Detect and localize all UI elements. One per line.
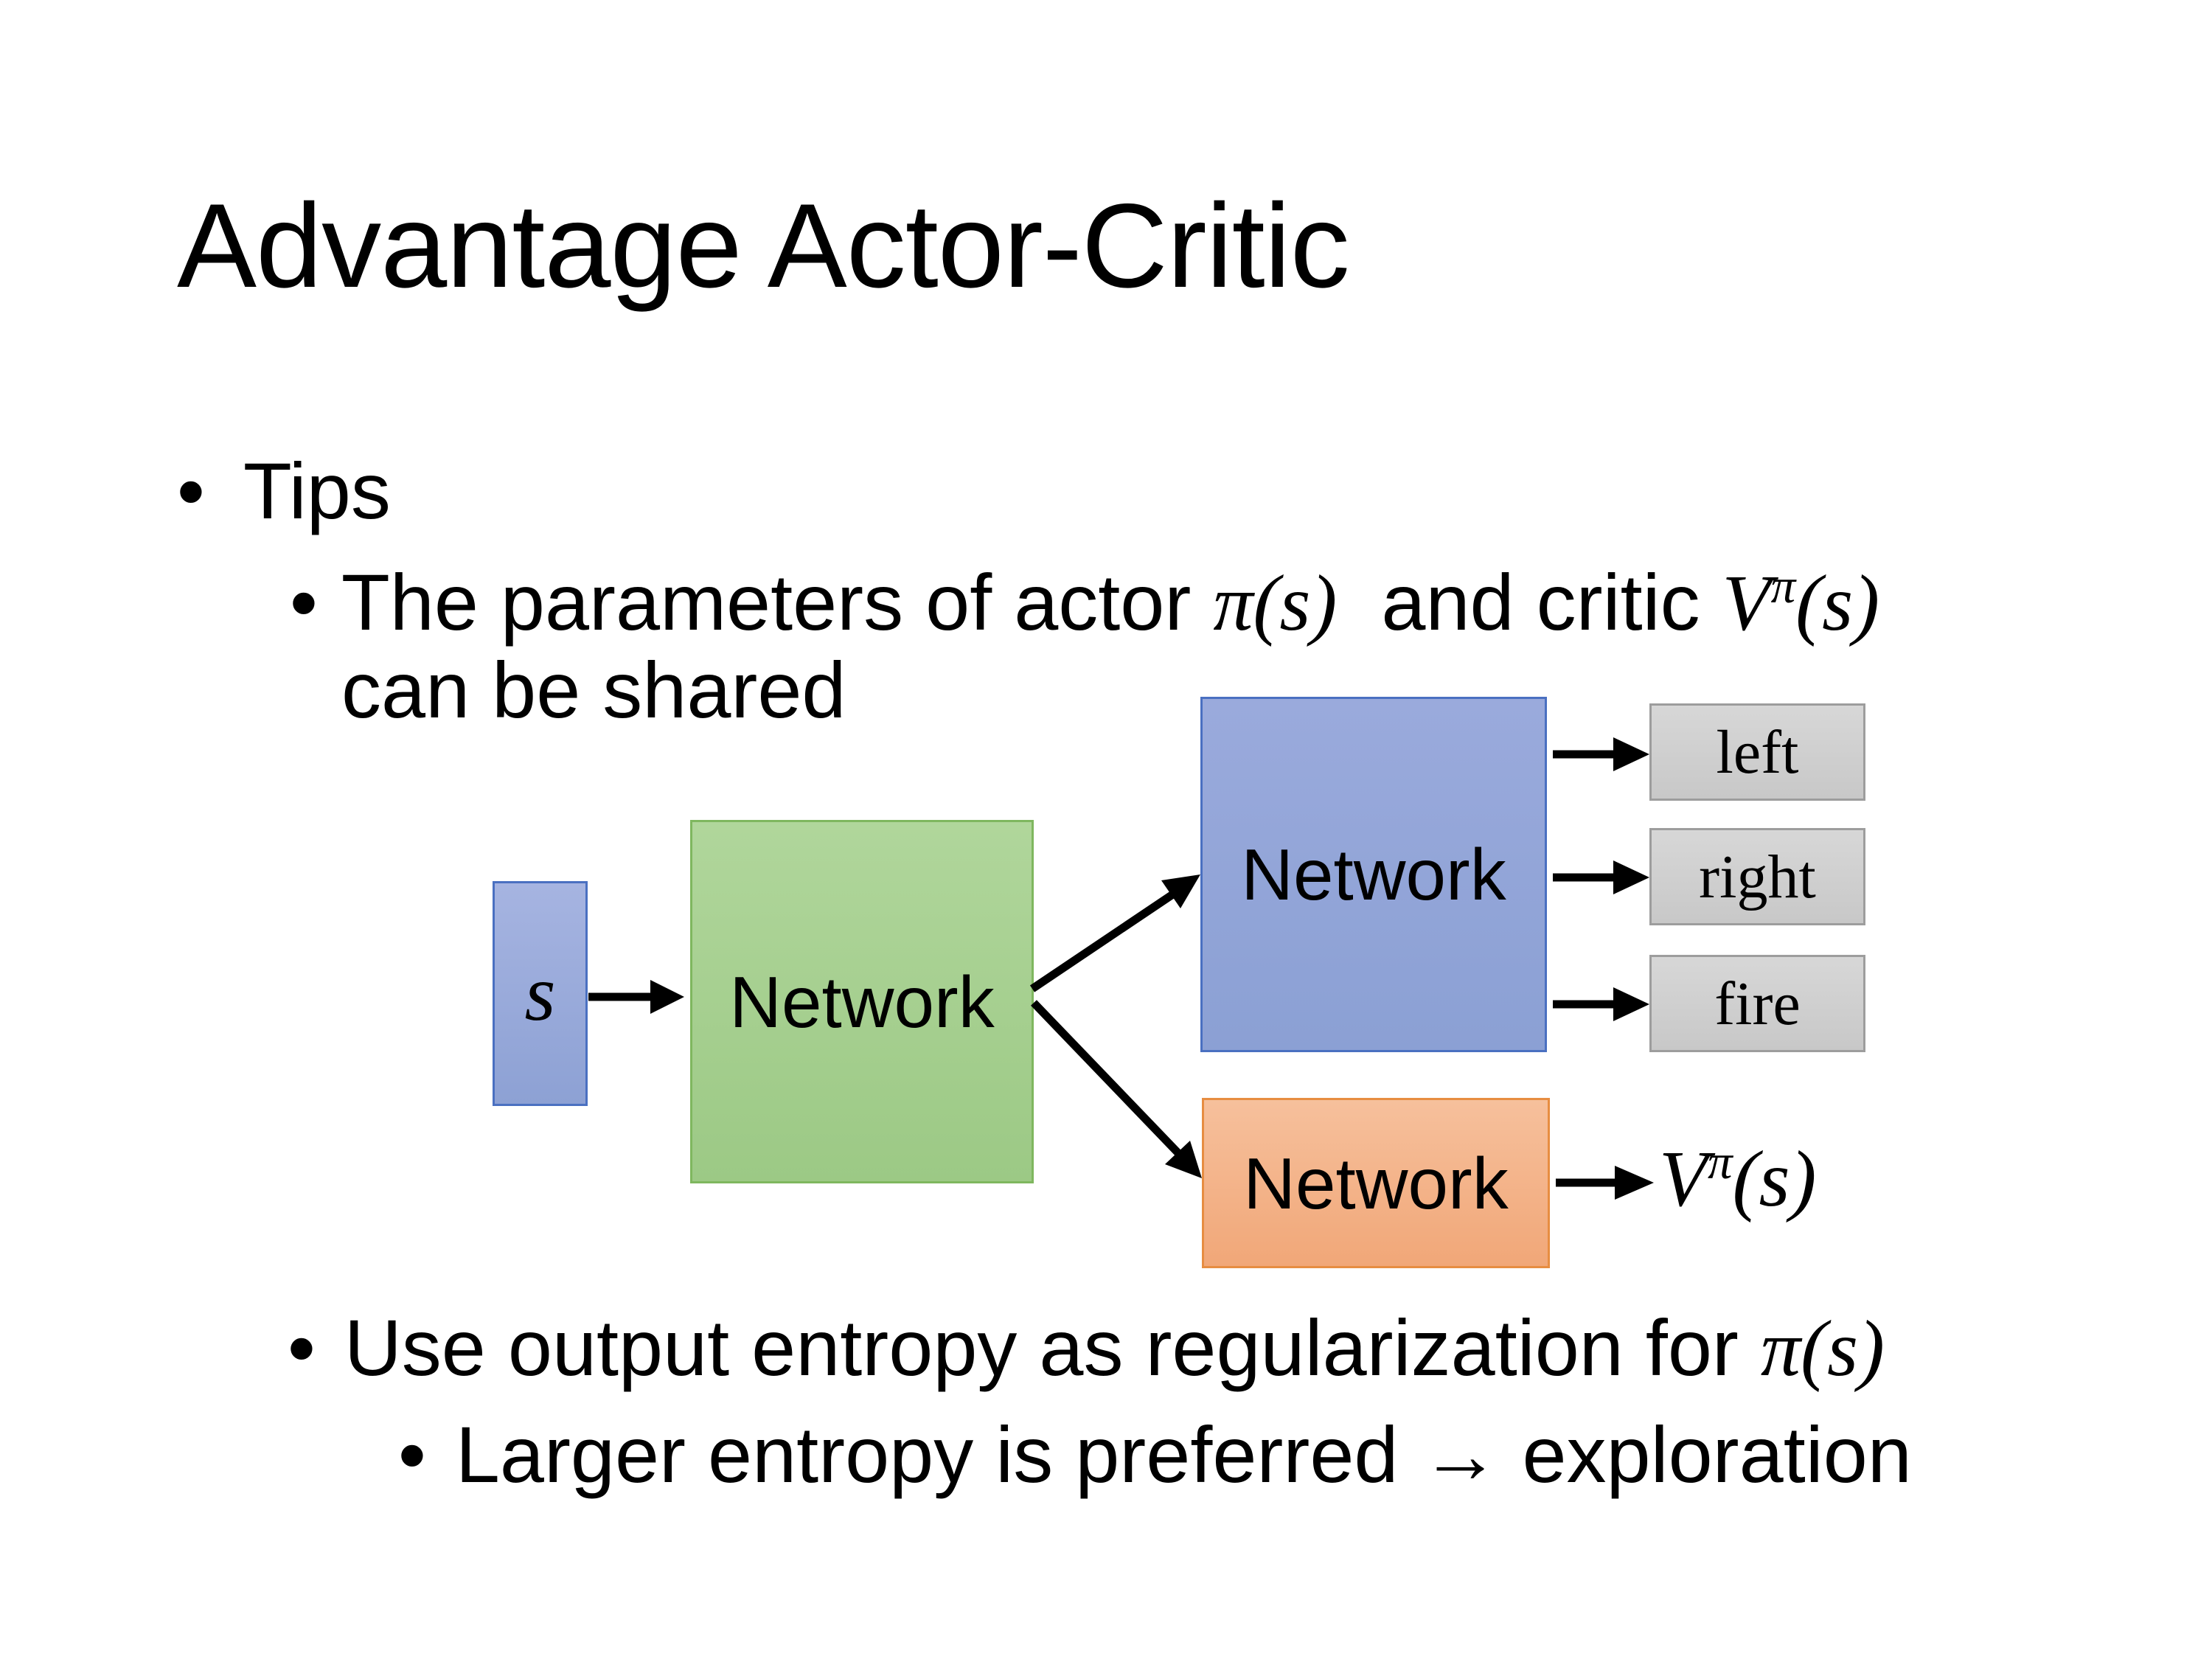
actor-network-box: Network — [1200, 697, 1547, 1052]
action-fire-label: fire — [1714, 969, 1801, 1038]
bullet-line-shared-cont: can be shared — [341, 650, 846, 730]
entropy-text: Use output entropy as regularization for… — [344, 1308, 1885, 1389]
arrow-actor-to-fire — [1553, 987, 1649, 1021]
v-base-math: V — [1722, 560, 1771, 647]
shared-params-text: The parameters of actor π(s) and critic … — [341, 562, 1879, 644]
arrow-shared-to-actor — [1029, 874, 1200, 992]
slide-title: Advantage Actor-Critic — [177, 179, 1350, 313]
pi-s-math: π(s) — [1213, 560, 1338, 647]
bullet-line-tips: • Tips — [177, 451, 391, 531]
pi-s-math: π(s) — [1760, 1305, 1885, 1393]
actor-network-label: Network — [1241, 834, 1506, 915]
action-left-label: left — [1716, 717, 1799, 787]
shared-prefix: The parameters of actor — [341, 557, 1214, 647]
critic-network-box: Network — [1202, 1098, 1550, 1268]
bullet-line-exploration: • Larger entropy is preferred → explorat… — [398, 1415, 1912, 1495]
v-sup-math: π — [1770, 559, 1796, 613]
shared-network-label: Network — [729, 961, 995, 1043]
arrow-critic-to-value — [1556, 1166, 1654, 1200]
action-box-left: left — [1649, 703, 1865, 801]
tips-text: Tips — [243, 446, 391, 535]
entropy-prefix: Use output entropy as regularization for — [344, 1303, 1761, 1392]
state-input-box: s — [493, 881, 588, 1106]
value-base-math: V — [1659, 1135, 1708, 1223]
arrow-state-to-shared — [588, 980, 684, 1014]
arrow-shared-to-critic — [1031, 1000, 1202, 1178]
bullet-dot: • — [288, 1303, 316, 1392]
shared-mid: and critic — [1337, 557, 1722, 647]
arrow-actor-to-left — [1553, 737, 1649, 771]
exploration-text: Larger entropy is preferred → exploratio… — [455, 1410, 1912, 1499]
action-box-fire: fire — [1649, 955, 1865, 1052]
bullet-dot: • — [398, 1410, 426, 1499]
value-args-math: (s) — [1732, 1135, 1817, 1223]
critic-network-label: Network — [1243, 1142, 1509, 1224]
bullet-line-shared-params: • The parameters of actor π(s) and criti… — [290, 562, 1879, 644]
shared-cont-text: can be shared — [341, 645, 846, 734]
action-right-label: right — [1699, 842, 1816, 911]
arrow-actor-to-right — [1553, 860, 1649, 894]
v-args-math: (s) — [1795, 560, 1880, 647]
state-label: s — [524, 949, 556, 1037]
bullet-dot: • — [177, 446, 205, 535]
bullet-line-entropy: • Use output entropy as regularization f… — [288, 1308, 1885, 1389]
value-sup-math: π — [1707, 1135, 1733, 1189]
action-box-right: right — [1649, 828, 1865, 925]
value-output-label: Vπ(s) — [1659, 1138, 1817, 1220]
bullet-dot: • — [290, 557, 318, 647]
shared-network-box: Network — [690, 820, 1034, 1183]
